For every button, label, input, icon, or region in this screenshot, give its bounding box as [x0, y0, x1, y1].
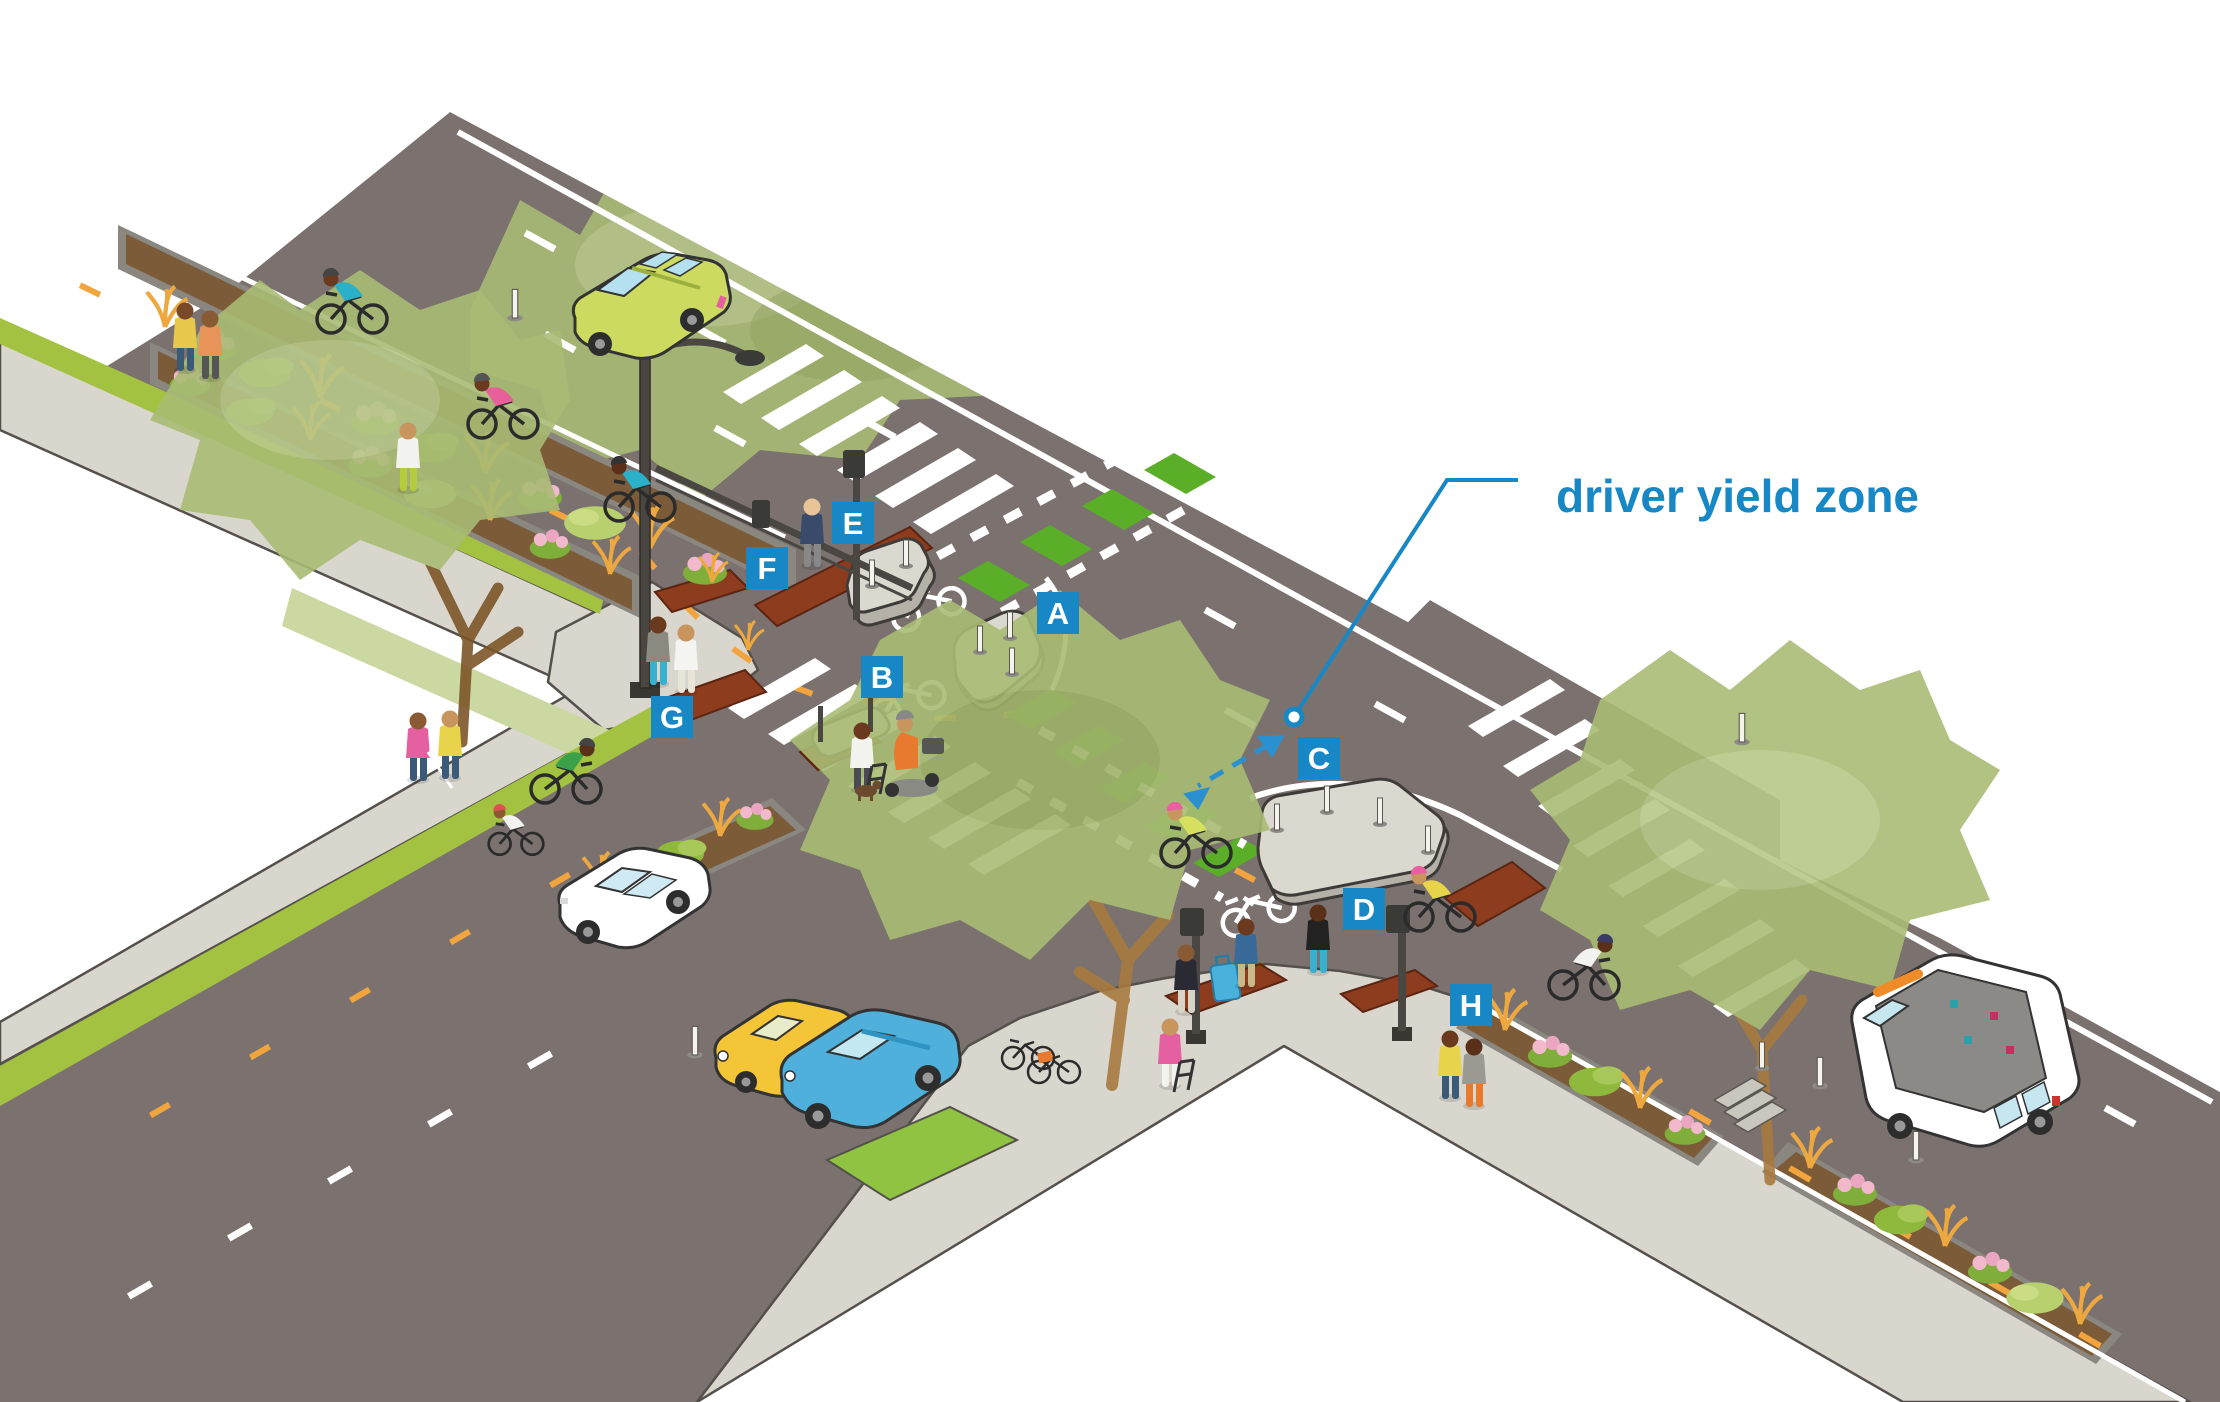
marker-e: E	[832, 502, 874, 544]
marker-d: D	[1343, 888, 1385, 930]
svg-text:A: A	[1047, 596, 1069, 631]
signal-head	[1386, 905, 1410, 933]
beacon-post	[818, 706, 823, 742]
pedestrian-with-walker	[1158, 1018, 1196, 1093]
pedestrian-with-walker	[850, 722, 888, 797]
suitcase	[1209, 954, 1242, 1003]
marker-f: F	[746, 547, 788, 589]
street-lamp-head	[735, 350, 765, 366]
signal-pole-plaza-east	[1386, 905, 1412, 1041]
bikeway-center-dashes	[78, 282, 2102, 1349]
marker-c: C	[1298, 737, 1340, 779]
corner-lawn	[282, 588, 618, 758]
signal-head	[843, 450, 865, 478]
annotation: driver yield zone	[1183, 470, 1919, 810]
leader-dot	[1283, 706, 1305, 728]
white-van	[1850, 953, 2081, 1148]
leader-line	[1292, 478, 1518, 719]
marker-h: H	[1450, 984, 1492, 1026]
minivan	[571, 251, 732, 360]
svg-text:B: B	[871, 660, 893, 695]
trees	[150, 270, 2000, 1186]
signal-pole-e	[843, 450, 865, 620]
blue-car	[779, 1008, 962, 1129]
vehicles	[557, 251, 2081, 1148]
marker-a: A	[1037, 592, 1079, 634]
light-bar	[1873, 969, 1923, 997]
plaza-grass-panel	[824, 1105, 1020, 1202]
svg-text:E: E	[843, 506, 864, 541]
svg-text:D: D	[1353, 892, 1375, 927]
signal-head	[752, 500, 770, 528]
plaza-steps	[1712, 1077, 1788, 1133]
svg-text:G: G	[660, 700, 684, 735]
yield-path-arrow	[1183, 735, 1285, 810]
beacon-post	[868, 696, 873, 732]
annotation-text: driver yield zone	[1556, 470, 1919, 522]
markers: A B C D E F G H	[651, 502, 1492, 1026]
marker-b: B	[861, 656, 903, 698]
island-c	[1256, 777, 1446, 897]
svg-text:H: H	[1460, 988, 1482, 1023]
street-furniture	[506, 288, 1925, 1164]
people	[173, 266, 1621, 1110]
pedestrian-with-cane	[406, 712, 454, 789]
marker-g: G	[651, 696, 693, 738]
svg-text:F: F	[758, 551, 777, 586]
mobility-scooter-rider	[885, 709, 944, 797]
bike-crossing-avenue	[958, 453, 1216, 602]
bike-pannier	[1037, 1050, 1053, 1064]
side-street-grass-strip	[0, 704, 674, 1106]
signal-head	[1180, 908, 1204, 936]
svg-text:C: C	[1308, 741, 1330, 776]
white-sedan	[557, 846, 712, 950]
